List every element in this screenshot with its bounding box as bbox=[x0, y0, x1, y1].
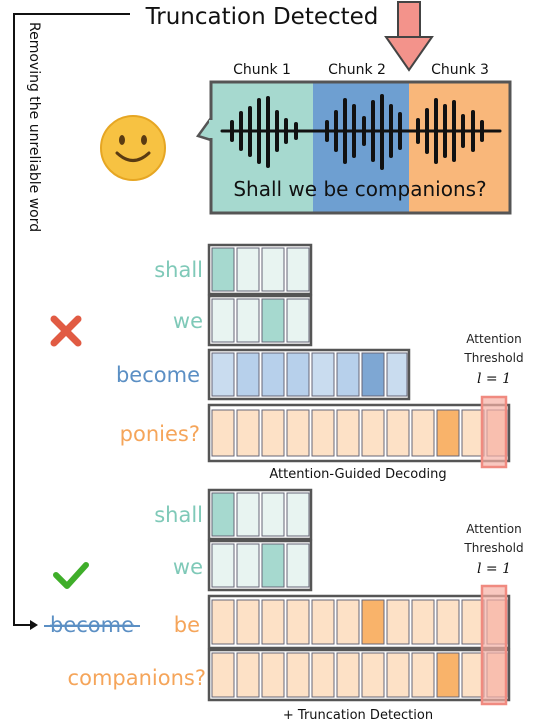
s2-caption: + Truncation Detection bbox=[283, 708, 433, 723]
s2-threshold-label-1: Attention bbox=[466, 522, 521, 536]
s1-threshold-label-1: Attention bbox=[466, 332, 521, 346]
title: Truncation Detected bbox=[145, 4, 379, 30]
s2-threshold-value: l = 1 bbox=[477, 561, 511, 577]
s2-word-shall: shall bbox=[154, 503, 203, 527]
s1-caption: Attention-Guided Decoding bbox=[269, 467, 446, 482]
s2-threshold-label-2: Threshold bbox=[463, 541, 523, 555]
cross-icon bbox=[50, 315, 82, 347]
s1-threshold-label-2: Threshold bbox=[463, 351, 523, 365]
s2-word-be: be bbox=[174, 613, 200, 637]
down-arrow-icon bbox=[384, 1, 434, 72]
side-label: Removing the unreliable word bbox=[26, 22, 42, 232]
chunk-label-2: Chunk 2 bbox=[328, 62, 386, 78]
s1-word-ponies: ponies? bbox=[120, 422, 200, 446]
s2-word-we: we bbox=[173, 555, 203, 579]
chunk-label-3: Chunk 3 bbox=[431, 62, 489, 78]
section1-grids bbox=[207, 243, 511, 469]
flow-line bbox=[13, 13, 130, 630]
waveform bbox=[220, 94, 502, 170]
s1-word-we: we bbox=[173, 309, 203, 333]
utterance: Shall we be companions? bbox=[233, 177, 486, 201]
chunk-label-1: Chunk 1 bbox=[233, 62, 291, 78]
check-icon bbox=[53, 562, 89, 589]
s1-word-shall: shall bbox=[154, 258, 203, 282]
smiley-face-icon bbox=[100, 115, 166, 181]
section2-grids bbox=[207, 488, 511, 706]
s1-threshold-value: l = 1 bbox=[477, 371, 511, 387]
s1-word-become: become bbox=[116, 363, 200, 387]
s2-word-companions: companions? bbox=[68, 666, 206, 690]
